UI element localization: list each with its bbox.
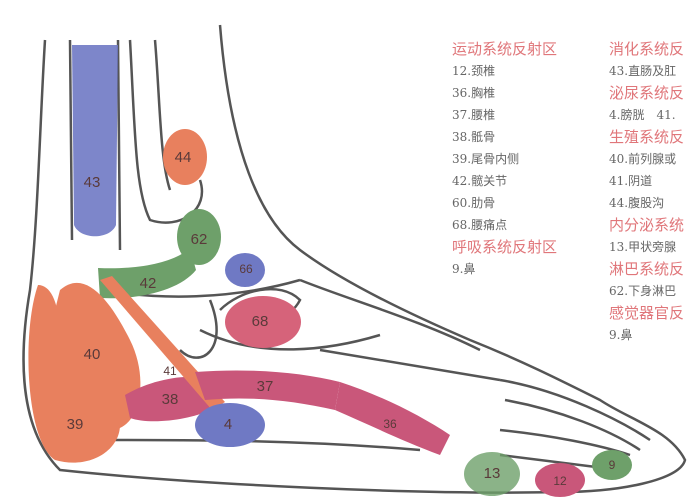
legend-item: 36.胸椎 <box>452 86 496 100</box>
zone-label-44: 44 <box>175 149 192 166</box>
legend-heading: 生殖系统反 <box>609 128 685 146</box>
zone-41[interactable] <box>100 276 225 410</box>
legend-heading: 呼吸系统反射区 <box>452 238 558 256</box>
zone-label-68: 68 <box>252 313 269 330</box>
zone-label-62: 62 <box>191 231 208 248</box>
foot-outline <box>22 24 687 494</box>
legend-heading: 淋巴系统反 <box>609 260 685 278</box>
legend-heading: 内分泌系统 <box>609 216 685 234</box>
zone-40[interactable] <box>50 282 141 430</box>
legend-item: 40.前列腺或 <box>609 152 677 166</box>
legend-item: 13.甲状旁腺 <box>609 240 677 254</box>
reflex-zones: 43 44 62 66 42 68 39 40 38 41 37 36 4 13… <box>28 45 632 497</box>
legend-heading: 运动系统反射区 <box>452 40 558 58</box>
legend-item: 37.腰椎 <box>452 108 496 122</box>
legend-item: 42.髋关节 <box>452 174 508 188</box>
legend-item: 68.腰痛点 <box>452 218 508 232</box>
zone-label-13: 13 <box>484 465 501 482</box>
zone-13[interactable] <box>464 452 520 496</box>
zone-66[interactable] <box>225 253 265 287</box>
zone-label-42: 42 <box>140 275 157 292</box>
legend-item: 39.尾骨内侧 <box>452 152 520 166</box>
zone-4[interactable] <box>195 403 265 447</box>
legend-item: 12.颈椎 <box>452 64 496 78</box>
legend-item: 44.腹股沟 <box>609 196 665 210</box>
zone-label-4: 4 <box>224 416 232 433</box>
legend-heading: 泌尿系统反 <box>609 84 685 102</box>
zone-label-9: 9 <box>609 458 616 472</box>
zone-label-43: 43 <box>84 174 101 191</box>
legend-heading: 感觉器官反 <box>609 304 685 322</box>
legend-left: 运动系统反射区 12.颈椎 36.胸椎 37.腰椎 38.骶骨 39.尾骨内侧 42.髋关节… <box>452 38 602 280</box>
zone-label-66: 66 <box>239 262 253 276</box>
zone-label-40: 40 <box>84 346 101 363</box>
legend-right: 消化系统反 43.直肠及肛泌尿系统反 4.膀胱 41. 生殖系统反 40.前列腺或 41.… <box>609 38 688 346</box>
zone-label-36: 36 <box>383 417 397 431</box>
zone-37[interactable] <box>195 370 340 410</box>
zone-9[interactable] <box>592 450 632 480</box>
zone-36[interactable] <box>335 382 450 455</box>
legend-item: 9.鼻 <box>452 262 476 276</box>
zone-label-41: 41 <box>163 364 177 378</box>
zone-68[interactable] <box>225 296 301 348</box>
zone-44[interactable] <box>163 129 207 185</box>
legend-item: 4.膀胱 41. <box>609 108 676 122</box>
legend-item: 62.下身淋巴 <box>609 284 677 298</box>
legend-item: 41.阴道 <box>609 174 653 188</box>
legend-heading: 消化系统反 <box>609 40 685 58</box>
legend-item: 38.骶骨 <box>452 130 496 144</box>
zone-label-12: 12 <box>553 474 567 488</box>
zone-label-39: 39 <box>67 416 84 433</box>
legend-item: 43.直肠及肛 <box>609 64 677 78</box>
zone-43[interactable] <box>72 45 118 237</box>
legend-item: 60.肋骨 <box>452 196 496 210</box>
zone-label-37: 37 <box>257 378 274 395</box>
zone-12[interactable] <box>535 463 585 497</box>
zone-42[interactable] <box>98 248 196 299</box>
zone-38[interactable] <box>125 376 210 422</box>
legend-item: 9.鼻 <box>609 328 633 342</box>
zone-label-38: 38 <box>162 391 179 408</box>
